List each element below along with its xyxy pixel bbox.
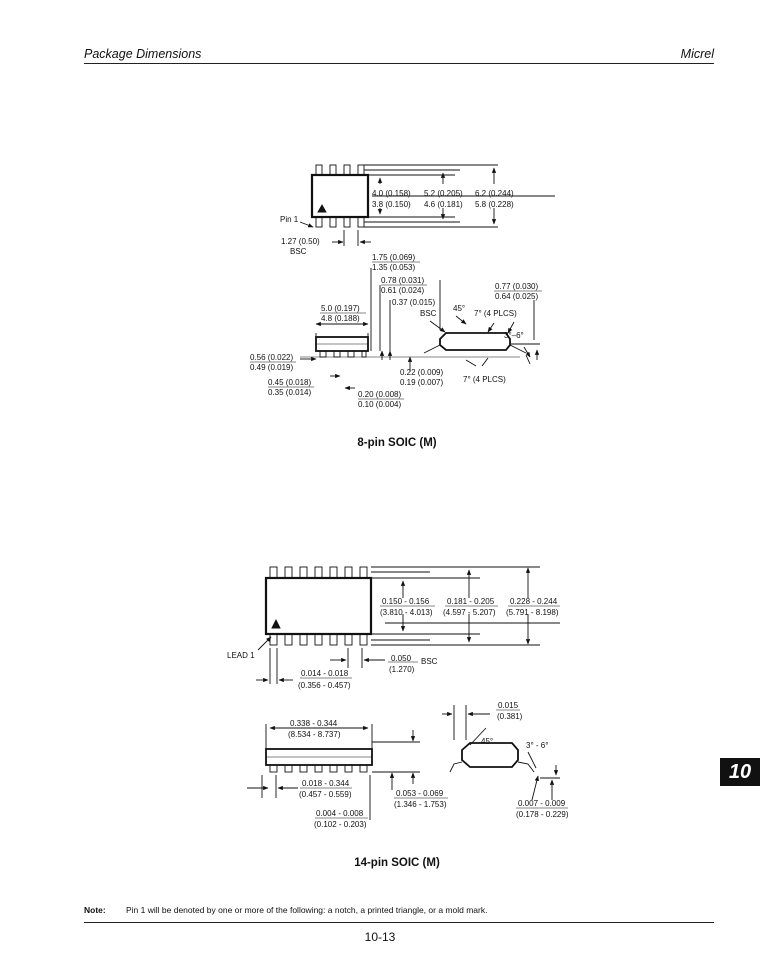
soic14-top-pins-upper (269, 566, 368, 579)
soic14-chamfer-angle: 45° (481, 737, 493, 746)
soic14-pin-width-in: 0.014 - 0.018 (301, 669, 349, 678)
soic14-pin-width-mm: (0.356 - 0.457) (298, 681, 351, 690)
soic14-lead-thk-mm: (0.178 - 0.229) (516, 810, 569, 819)
soic8-lead-width-max: 5.2 (0.205) (424, 189, 463, 198)
pin1-triangle-mark (317, 204, 327, 213)
soic8-lead-thk-max: 0.22 (0.009) (400, 368, 443, 377)
soic14-chamfer-in: 0.015 (498, 701, 519, 710)
header-rule (84, 63, 714, 64)
soic8-top-body (310, 173, 370, 219)
soic14-top-body (264, 576, 373, 636)
soic8-body-width-min: 3.8 (0.150) (372, 200, 411, 209)
soic8-standoff-max: 0.20 (0.008) (358, 390, 401, 399)
soic14-drawing (247, 566, 560, 820)
soic14-pitch-bsc: BSC (421, 657, 438, 666)
soic8-lead-width-side-max: 0.45 (0.018) (268, 378, 311, 387)
soic8-shoulder-min: 0.61 (0.024) (381, 286, 424, 295)
soic8-height-max: 1.75 (0.069) (372, 253, 415, 262)
soic8-pitch: 1.27 (0.50) (281, 237, 320, 246)
soic8-lead-dim-max: 0.56 (0.022) (250, 353, 293, 362)
page-number: 10-13 (364, 930, 396, 944)
soic8-lead-dim-min: 0.49 (0.019) (250, 363, 293, 372)
soic8-foot-min: 0.64 (0.025) (495, 292, 538, 301)
soic14-lead-width-mm: (4.597 - 5.207) (443, 608, 496, 617)
soic8-angle-7-top: 7° (4 PLCS) (474, 309, 517, 318)
soic8-top-pins-upper (315, 164, 365, 176)
soic8-length-min: 4.8 (0.188) (321, 314, 360, 323)
soic8-angle-3-6: 3°–6° (504, 331, 524, 340)
soic8-pitch-bsc: BSC (290, 247, 307, 256)
soic8-foot-max: 0.77 (0.030) (495, 282, 538, 291)
header-right: Micrel (680, 47, 714, 61)
soic8-lead-width-side-min: 0.35 (0.014) (268, 388, 311, 397)
soic14-height-mm: (1.346 - 1.753) (394, 800, 447, 809)
soic8-end-view (439, 332, 511, 351)
soic8-caption: 8-pin SOIC (M) (357, 437, 436, 449)
soic14-length-mm: (8.534 - 8.737) (288, 730, 341, 739)
soic14-total-width-mm: (5.791 - 8.198) (506, 608, 559, 617)
soic14-lead-width2-mm: (0.457 - 0.559) (299, 790, 352, 799)
soic8-chamfer-bsc: BSC (420, 309, 437, 318)
soic8-shoulder-max: 0.78 (0.031) (381, 276, 424, 285)
soic14-caption: 14-pin SOIC (M) (354, 857, 440, 869)
note-label: Note: (84, 905, 106, 915)
soic14-lead-width2-in: 0.018 - 0.344 (302, 779, 350, 788)
soic14-top-pins-lower (269, 633, 368, 646)
soic14-body-width-mm: (3.810 - 4.013) (380, 608, 433, 617)
section-tab: 10 (720, 758, 760, 786)
soic14-standoff-mm: (0.102 - 0.203) (314, 820, 367, 829)
soic14-end-view (461, 742, 519, 768)
soic14-body-width-in: 0.150 - 0.156 (382, 597, 430, 606)
soic8-length-max: 5.0 (0.197) (321, 304, 360, 313)
soic8-height-min: 1.35 (0.053) (372, 263, 415, 272)
soic14-chamfer-mm: (0.381) (497, 712, 523, 721)
soic14-angle-3-6: 3° - 6° (526, 741, 548, 750)
soic14-standoff-in: 0.004 - 0.008 (316, 809, 364, 818)
soic8-body-width-max: 4.0 (0.158) (372, 189, 411, 198)
soic8-top-pins-lower (315, 216, 365, 228)
soic14-lead-width-in: 0.181 - 0.205 (447, 597, 495, 606)
soic14-lead-thk-in: 0.007 - 0.009 (518, 799, 566, 808)
soic8-drawing (299, 164, 555, 391)
soic8-lead-width-min: 4.6 (0.181) (424, 200, 463, 209)
soic14-length-in: 0.338 - 0.344 (290, 719, 338, 728)
soic14-height-in: 0.053 - 0.069 (396, 789, 444, 798)
soic14-pitch-mm: (1.270) (389, 665, 415, 674)
soic8-total-width-min: 5.8 (0.228) (475, 200, 514, 209)
soic14-pitch-in: 0.050 (391, 654, 412, 663)
header-left: Package Dimensions (84, 47, 202, 61)
note-text: Pin 1 will be denoted by one or more of … (126, 905, 488, 915)
soic14-triangle-mark (271, 618, 281, 629)
soic8-chamfer-angle: 45° (453, 304, 465, 313)
pin1-label: Pin 1 (280, 215, 299, 224)
lead1-label: LEAD 1 (227, 651, 255, 660)
soic8-standoff-min: 0.10 (0.004) (358, 400, 401, 409)
soic14-total-width-in: 0.228 - 0.244 (510, 597, 558, 606)
footer-rule (84, 922, 714, 923)
soic8-total-width-max: 6.2 (0.244) (475, 189, 514, 198)
soic8-lead-thk-min: 0.19 (0.007) (400, 378, 443, 387)
soic8-angle-7-bottom: 7° (4 PLCS) (463, 375, 506, 384)
soic14-side-leads (269, 764, 368, 773)
soic8-chamfer: 0.37 (0.015) (392, 298, 435, 307)
